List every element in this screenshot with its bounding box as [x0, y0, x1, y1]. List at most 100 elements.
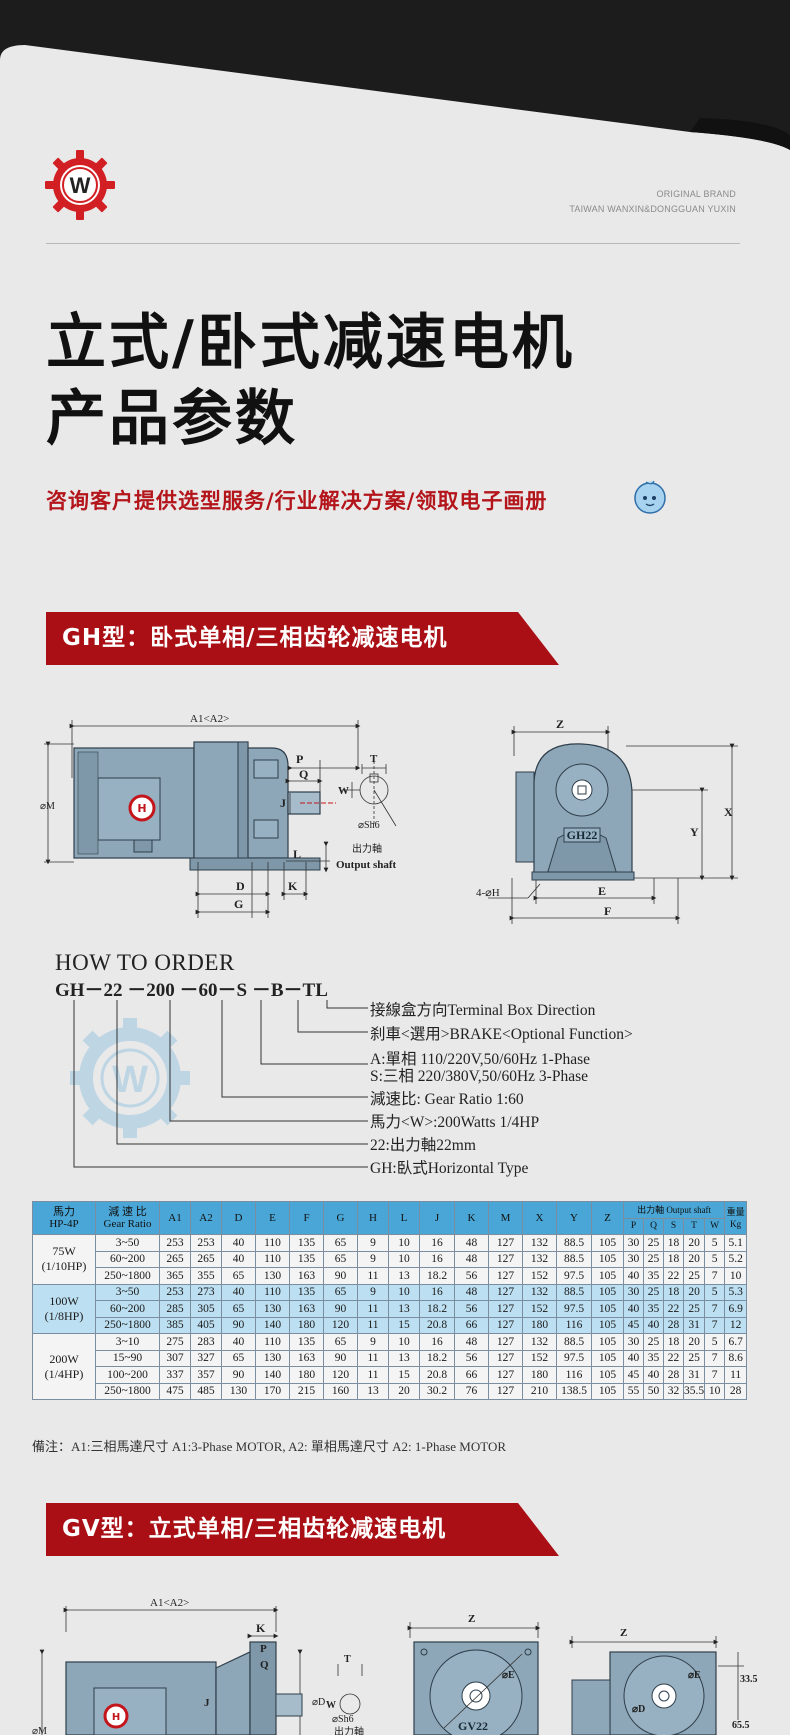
brand-tagline: ORIGINAL BRAND TAIWAN WANXIN&DONGGUAN YU…: [569, 187, 736, 217]
order-item-type: GH:臥式Horizontal Type: [370, 1160, 529, 1177]
value-cell: 365: [159, 1267, 191, 1285]
value-cell: 16: [419, 1283, 455, 1301]
gv-label-655: 65.5: [732, 1720, 750, 1731]
value-cell: 97.5: [556, 1300, 592, 1318]
value-cell: 97.5: [556, 1349, 592, 1367]
value-cell: 160: [323, 1382, 358, 1400]
value-cell: 20: [682, 1333, 706, 1351]
value-cell: 105: [591, 1234, 624, 1252]
value-cell: 385: [159, 1316, 191, 1334]
value-cell: 97.5: [556, 1267, 592, 1285]
value-cell: 127: [488, 1234, 523, 1252]
value-cell: 18.2: [419, 1300, 455, 1318]
value-cell: 22: [663, 1267, 684, 1285]
value-cell: 48: [454, 1234, 489, 1252]
value-cell: 40: [221, 1234, 256, 1252]
value-cell: 105: [591, 1349, 624, 1367]
value-cell: 18: [663, 1333, 684, 1351]
value-cell: 180: [289, 1366, 324, 1384]
gv-label-w: W: [326, 1700, 336, 1711]
value-cell: 127: [488, 1300, 523, 1318]
value-cell: 105: [591, 1333, 624, 1351]
value-cell: 40: [221, 1333, 256, 1351]
value-cell: 22: [663, 1349, 684, 1367]
gv-label-d2: ⌀D: [632, 1704, 645, 1715]
value-cell: 16: [419, 1333, 455, 1351]
value-cell: 65: [221, 1300, 256, 1318]
title-line-1: 立式/卧式减速电机: [46, 308, 575, 378]
th-a2: A2: [190, 1201, 222, 1235]
value-cell: 105: [591, 1300, 624, 1318]
gv-label-output-cn: 出力軸: [334, 1725, 364, 1735]
value-cell: 20.8: [419, 1366, 455, 1384]
gh-front-view-drawing: GH22 Z X Y E F 4-⌀H: [476, 717, 738, 924]
chat-bubble-icon[interactable]: [632, 480, 668, 516]
value-cell: 253: [190, 1234, 222, 1252]
value-cell: 48: [454, 1283, 489, 1301]
value-cell: 5: [704, 1234, 726, 1252]
gv-label-z2: Z: [620, 1627, 627, 1639]
value-cell: 48: [454, 1250, 489, 1268]
value-cell: 35: [643, 1349, 664, 1367]
value-cell: 18.2: [419, 1267, 455, 1285]
value-cell: 110: [255, 1250, 290, 1268]
value-cell: 116: [556, 1366, 592, 1384]
value-cell: 127: [488, 1283, 523, 1301]
value-cell: 132: [522, 1234, 557, 1252]
value-cell: 105: [591, 1316, 624, 1334]
gh-label-y: Y: [690, 825, 699, 839]
value-cell: 132: [522, 1283, 557, 1301]
header-divider: [46, 243, 740, 244]
order-item-three-phase: S:三相 220/380V,50/60Hz 3-Phase: [370, 1068, 589, 1085]
gv-label-p: P: [260, 1643, 267, 1655]
gv-label-m: ⌀M: [32, 1726, 47, 1735]
value-cell: 355: [190, 1267, 222, 1285]
table-footnote: 備注：A1:三相馬達尺寸 A1:3-Phase MOTOR, A2: 單相馬達尺…: [32, 1439, 507, 1454]
value-cell: 11: [357, 1267, 389, 1285]
value-cell: 7: [704, 1316, 726, 1334]
value-cell: 56: [454, 1349, 489, 1367]
gh-model-plate: GH22: [567, 828, 598, 842]
th-j: J: [419, 1201, 455, 1235]
ratio-cell: 250~1800: [95, 1382, 160, 1400]
value-cell: 5: [704, 1333, 726, 1351]
value-cell: 273: [190, 1283, 222, 1301]
value-cell: 40: [643, 1366, 664, 1384]
value-cell: 76: [454, 1382, 489, 1400]
value-cell: 25: [643, 1333, 664, 1351]
power-cell: 200W(1/4HP): [32, 1333, 96, 1400]
ratio-cell: 3~50: [95, 1234, 160, 1252]
value-cell: 337: [159, 1366, 191, 1384]
value-cell: 90: [323, 1267, 358, 1285]
value-cell: 180: [522, 1366, 557, 1384]
gh-side-view-drawing: A1<A2> ⌀M H P Q J L D K G: [40, 713, 361, 918]
value-cell: 120: [323, 1316, 358, 1334]
order-code-example: GH－22 －200 －60－S －B－TL: [55, 980, 328, 1001]
gv-label-j: J: [204, 1697, 210, 1709]
gv-section-banner: GV型：立式单相/三相齿轮减速电机: [46, 1503, 559, 1556]
th-f: F: [289, 1201, 324, 1235]
value-cell: 35: [643, 1300, 664, 1318]
value-cell: 16: [419, 1250, 455, 1268]
th-shaft-w: W: [704, 1217, 726, 1235]
value-cell: 65: [221, 1349, 256, 1367]
value-cell: 140: [255, 1316, 290, 1334]
value-cell: 110: [255, 1283, 290, 1301]
value-cell: 31: [682, 1366, 706, 1384]
value-cell: 127: [488, 1382, 523, 1400]
value-cell: 35: [643, 1267, 664, 1285]
value-cell: 20: [682, 1250, 706, 1268]
value-cell: 56: [454, 1300, 489, 1318]
value-cell: 105: [591, 1250, 624, 1268]
gh-label-sh6: ⌀Sh6: [358, 820, 380, 831]
gh-label-g: G: [234, 897, 243, 911]
gh-label-d: D: [236, 879, 245, 893]
ratio-cell: 250~1800: [95, 1267, 160, 1285]
